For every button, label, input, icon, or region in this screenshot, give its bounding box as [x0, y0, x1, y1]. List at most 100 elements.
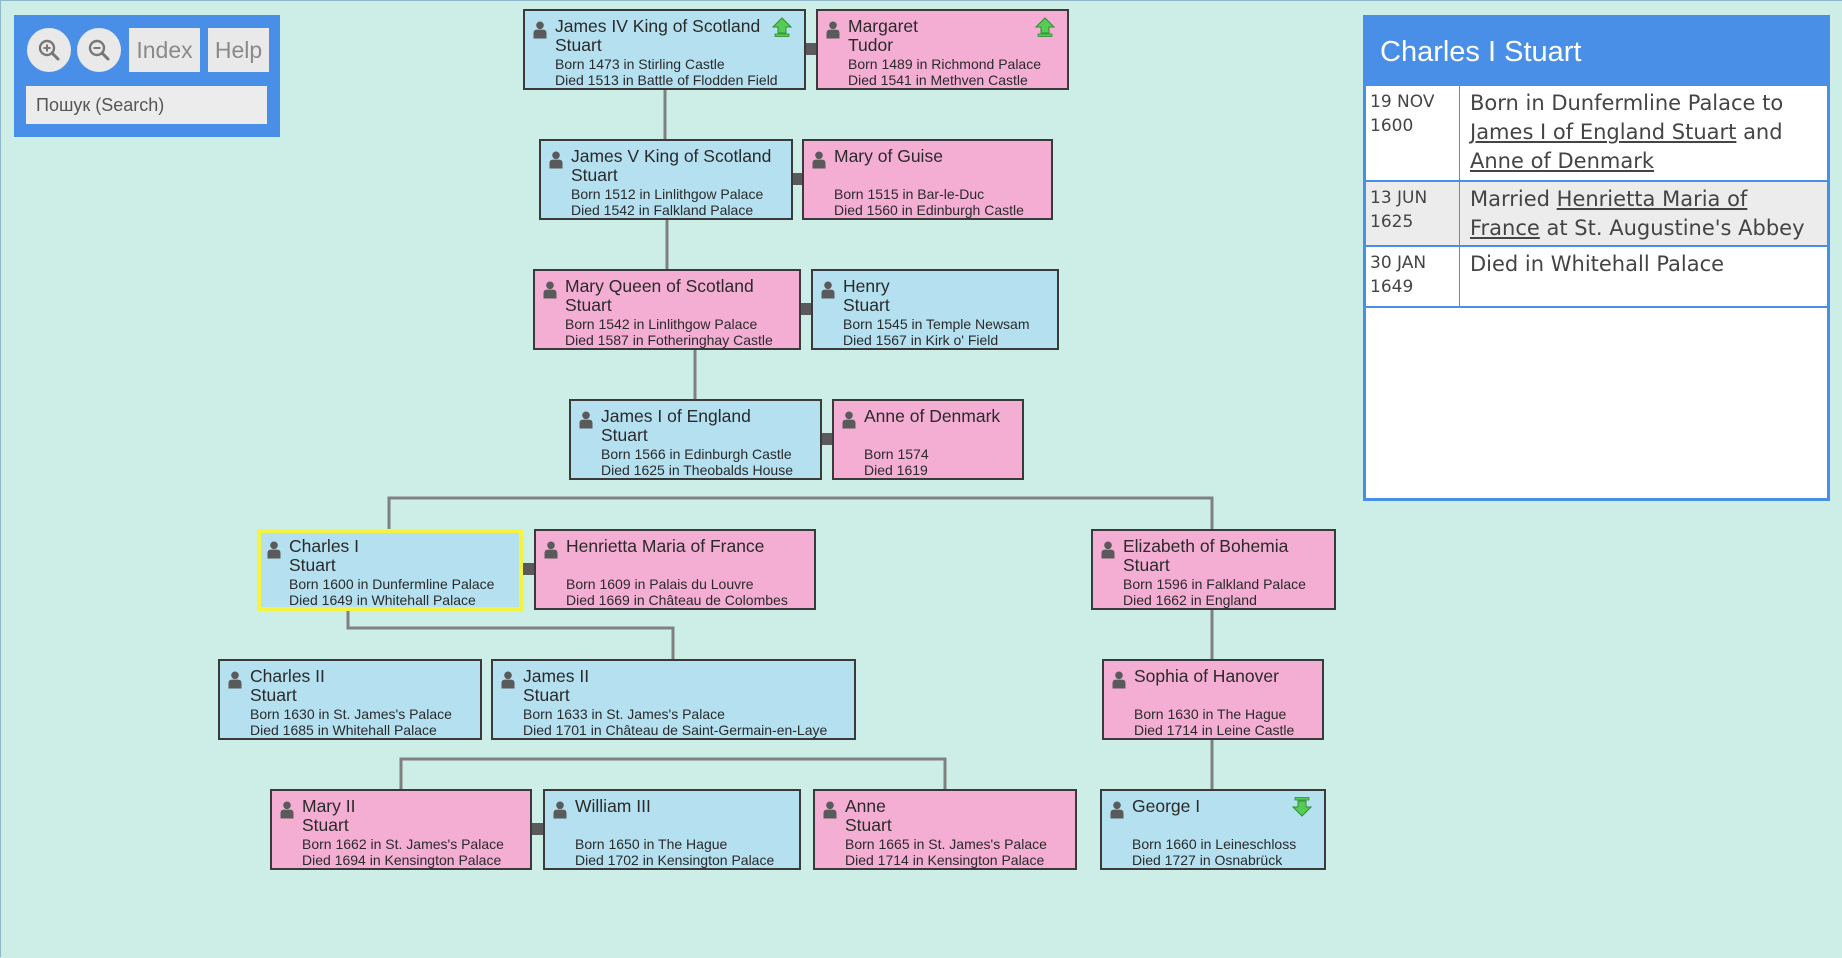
person-died: Died 1701 in Château de Saint-Germain-en…: [523, 721, 828, 738]
person-name-line: Margaret: [848, 16, 919, 36]
person-name-line: Stuart: [571, 165, 618, 185]
expand-up-arrow-icon[interactable]: [771, 17, 793, 37]
person-icon: [1101, 541, 1115, 559]
zoom-in-button[interactable]: [27, 28, 71, 72]
search-input[interactable]: [26, 86, 267, 124]
event-text: Born in Dunfermline Palace to: [1470, 91, 1784, 115]
person-born: Born 1662 in St. James's Palace: [302, 836, 504, 852]
event-date-line: 19 NOV: [1370, 92, 1435, 112]
person-link[interactable]: James I of England Stuart: [1470, 120, 1737, 144]
event-text: and: [1736, 120, 1783, 144]
person-link[interactable]: Anne of Denmark: [1470, 149, 1655, 173]
event-description: Died in Whitehall Palace: [1460, 247, 1827, 283]
descent-line: [399, 757, 947, 789]
person-died: Died 1662 in England: [1123, 591, 1257, 608]
person-name-line: Tudor: [848, 35, 894, 55]
event-date-line: 1600: [1370, 116, 1414, 136]
person-icon: [821, 281, 835, 299]
person-name-line: Mary II: [302, 796, 356, 816]
descent-line: [387, 496, 1214, 529]
event-date-line: 13 JUN: [1370, 188, 1428, 208]
person-born: Born 1633 in St. James's Palace: [523, 706, 725, 722]
person-died: Died 1727 in Osnabrück: [1132, 851, 1283, 868]
person-link[interactable]: Henrietta Maria of France: [1470, 187, 1748, 240]
person-icon: [826, 21, 840, 39]
index-button[interactable]: Index: [129, 28, 200, 72]
person-born: Born 1473 in Stirling Castle: [555, 56, 725, 72]
person-died: Died 1714 in Leine Castle: [1134, 721, 1295, 738]
person-name-line: George I: [1132, 796, 1201, 816]
person-died: Died 1649 in Whitehall Palace: [289, 591, 476, 608]
person-name: Mary of Guise: [834, 147, 943, 166]
expand-down-arrow-icon[interactable]: [1291, 797, 1313, 817]
person-name-line: Stuart: [523, 685, 570, 705]
person-born: Born 1596 in Falkland Palace: [1123, 576, 1306, 592]
person-icon: [544, 541, 558, 559]
person-died: Died 1685 in Whitehall Palace: [250, 721, 437, 738]
help-button[interactable]: Help: [208, 28, 269, 72]
person-died: Died 1714 in Kensington Palace: [845, 851, 1045, 868]
person-died: Died 1567 in Kirk o' Field: [843, 331, 999, 348]
person-died: Died 1542 in Falkland Palace: [571, 201, 754, 218]
person-name-line: James V King of Scotland: [571, 146, 772, 166]
person-died: Died 1513 in Battle of Flodden Field: [555, 71, 778, 88]
person-icon: [553, 801, 567, 819]
person-name-line: Stuart: [843, 295, 890, 315]
expand-up-arrow-icon[interactable]: [1034, 17, 1056, 37]
person-died: Died 1702 in Kensington Palace: [575, 851, 775, 868]
event-text: Died in Whitehall Palace: [1470, 252, 1725, 276]
person-name-line: Stuart: [1123, 555, 1170, 575]
zoom-out-button[interactable]: [77, 28, 121, 72]
person-born: Born 1515 in Bar-le-Duc: [834, 186, 985, 202]
person-name: Henrietta Maria of France: [566, 537, 764, 556]
person-icon: [823, 801, 837, 819]
toolbar: Index Help: [14, 15, 280, 137]
person-born: Born 1512 in Linlithgow Palace: [571, 186, 764, 202]
person-died: Died 1669 in Château de Colombes: [566, 591, 788, 608]
event-date-line: 30 JAN: [1370, 253, 1427, 273]
person-name-line: Henry: [843, 276, 890, 296]
person-died: Died 1587 in Fotheringhay Castle: [565, 331, 773, 348]
person-icon: [1110, 801, 1124, 819]
person-died: Died 1625 in Theobalds House: [601, 461, 793, 478]
